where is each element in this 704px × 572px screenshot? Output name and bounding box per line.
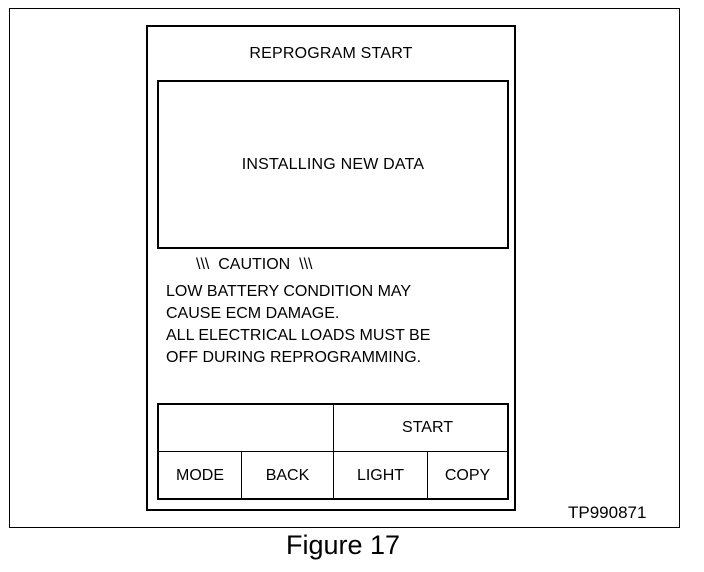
softkey-top-left-blank[interactable]	[159, 405, 333, 451]
status-message: INSTALLING NEW DATA	[241, 156, 425, 173]
message-panel: INSTALLING NEW DATA	[157, 80, 509, 249]
caution-heading: \\\ CAUTION \\\	[196, 256, 313, 273]
screen-title: REPROGRAM START	[249, 45, 413, 62]
softkey-divider	[427, 451, 428, 500]
caution-line: CAUSE ECM DAMAGE.	[166, 305, 340, 322]
softkey-divider	[241, 451, 242, 500]
mode-softkey[interactable]: MODE	[176, 467, 224, 484]
back-softkey[interactable]: BACK	[265, 467, 310, 484]
scan-tool-display: REPROGRAM START INSTALLING NEW DATA \\\ …	[146, 25, 516, 511]
figure-caption: Figure 17	[285, 530, 401, 560]
start-softkey[interactable]: START	[402, 419, 453, 436]
caution-text: LOW BATTERY CONDITION MAY CAUSE ECM DAMA…	[166, 281, 430, 369]
softkey-panel: START MODE BACK LIGHT COPY	[157, 403, 509, 500]
light-softkey[interactable]: LIGHT	[356, 467, 405, 484]
caution-line: LOW BATTERY CONDITION MAY	[166, 283, 412, 300]
figure-code: TP990871	[568, 503, 647, 522]
copy-softkey[interactable]: COPY	[444, 467, 491, 484]
caution-line: OFF DURING REPROGRAMMING.	[166, 349, 422, 366]
caution-line: ALL ELECTRICAL LOADS MUST BE	[166, 327, 431, 344]
figure-frame	[9, 8, 680, 528]
softkey-divider	[333, 405, 334, 500]
